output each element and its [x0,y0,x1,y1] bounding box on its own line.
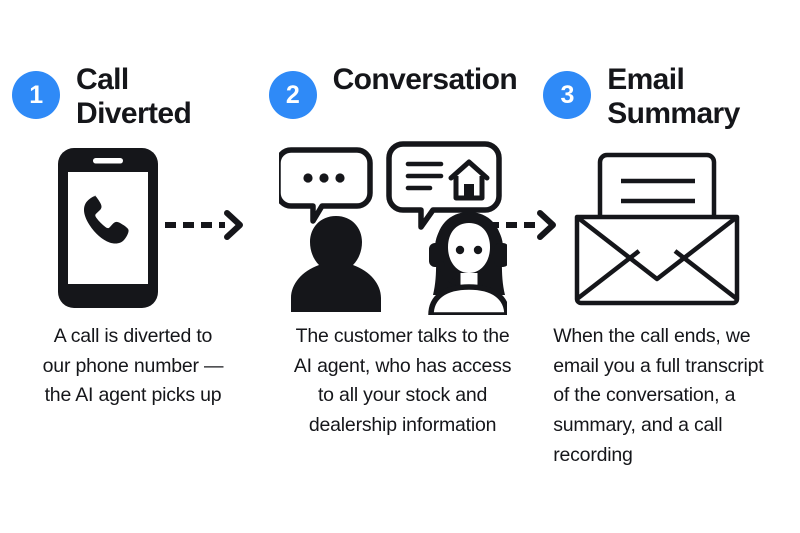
step-1-title: Call Diverted [76,63,192,130]
dots-speech-bubble-icon [278,147,373,224]
step-1-heading: 1 Call Diverted [12,63,192,130]
agent-headset-icon [427,212,507,315]
step-2-heading: 2 Conversation [268,63,518,119]
listing-speech-bubble-icon [385,141,502,230]
open-envelope-letter-icon [574,152,740,305]
step-1-caption: A call is diverted to our phone number —… [42,325,224,407]
step-3-title: Email Summary [607,63,740,130]
step-conversation: 2 Conversation [267,0,534,533]
dashed-arrow-2-icon [488,210,556,240]
step-call-diverted: 1 Call Diverted A call is diverted to ou… [0,0,267,533]
step-3-artwork [533,140,800,315]
step-2-number-badge: 2 [268,71,317,119]
step-2-artwork [267,140,534,315]
step-3-number-badge: 3 [543,71,592,119]
customer-silhouette-icon [290,216,381,312]
smartphone-call-icon [58,147,158,308]
step-3-caption: When the call ends, we email you a full … [553,325,764,466]
step-2-caption: The customer talks to the AI agent, who … [293,325,512,436]
step-2-title: Conversation [332,63,518,96]
step-1-artwork [0,140,267,315]
step-3-heading: 3 Email Summary [543,63,740,130]
step-1-number-badge: 1 [12,71,60,119]
dashed-arrow-1-icon [165,210,243,240]
step-email-summary: 3 Email Summary [533,0,800,533]
customer-and-agent-icon [278,141,507,315]
